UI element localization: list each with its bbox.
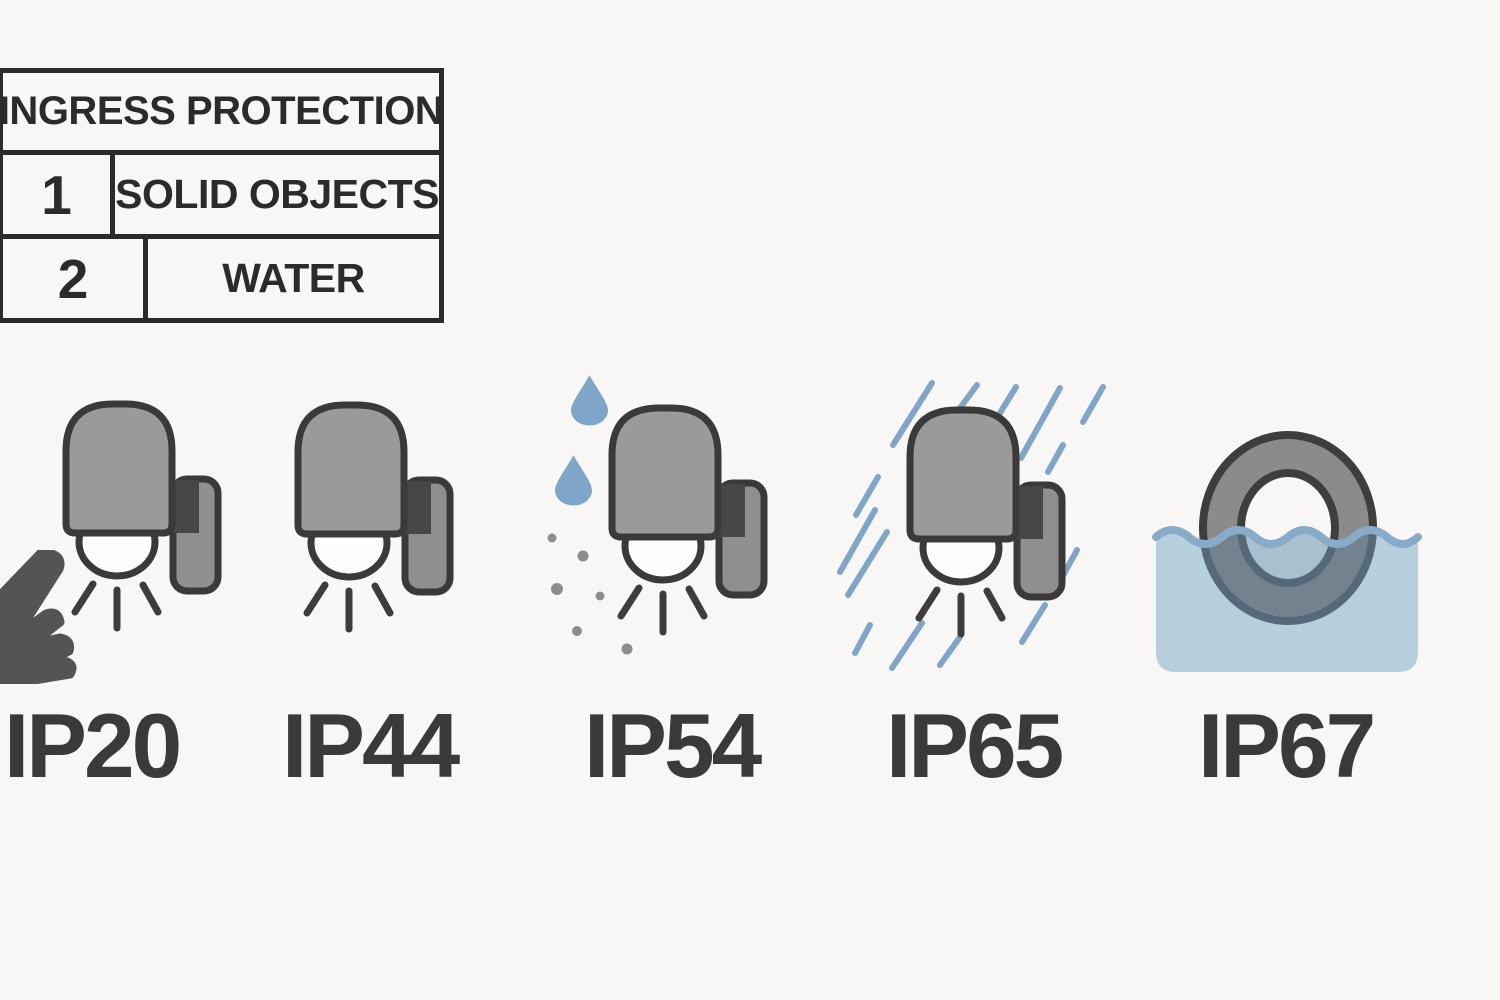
wall-lamp-icon xyxy=(294,401,456,636)
digit-position-cell: 2 xyxy=(3,239,148,318)
ingress-protection-table: INGRESS PROTECTION 1 SOLID OBJECTS 2 WAT… xyxy=(0,68,444,323)
table-row: 1 SOLID OBJECTS xyxy=(3,155,439,234)
wall-lamp-icon xyxy=(62,400,224,635)
digit-meaning-cell: SOLID OBJECTS xyxy=(115,171,439,217)
digit-meaning-cell: WATER xyxy=(222,255,365,301)
waterline-wave xyxy=(1152,526,1422,548)
table-title: INGRESS PROTECTION xyxy=(0,73,444,155)
rating-label-ip44: IP44 xyxy=(282,696,460,797)
rating-label-ip20: IP20 xyxy=(4,696,182,797)
rating-label-ip65: IP65 xyxy=(886,696,1064,797)
rating-label-ip54: IP54 xyxy=(584,696,762,797)
wall-lamp-icon xyxy=(608,404,770,639)
water-drops-and-dust-icon xyxy=(547,375,633,655)
digit-position-cell: 1 xyxy=(3,155,116,234)
rating-label-ip67: IP67 xyxy=(1198,696,1376,797)
pointing-finger-icon xyxy=(0,550,77,684)
table-row: 2 WATER xyxy=(3,234,439,318)
submerged-ring-icon xyxy=(1152,431,1422,672)
dust-dots-icon xyxy=(547,533,633,655)
wall-lamp-icon xyxy=(906,406,1068,641)
rain-jets-icon xyxy=(837,380,1106,671)
ring-below-water xyxy=(1198,530,1378,625)
water-drop-icon xyxy=(555,375,608,506)
